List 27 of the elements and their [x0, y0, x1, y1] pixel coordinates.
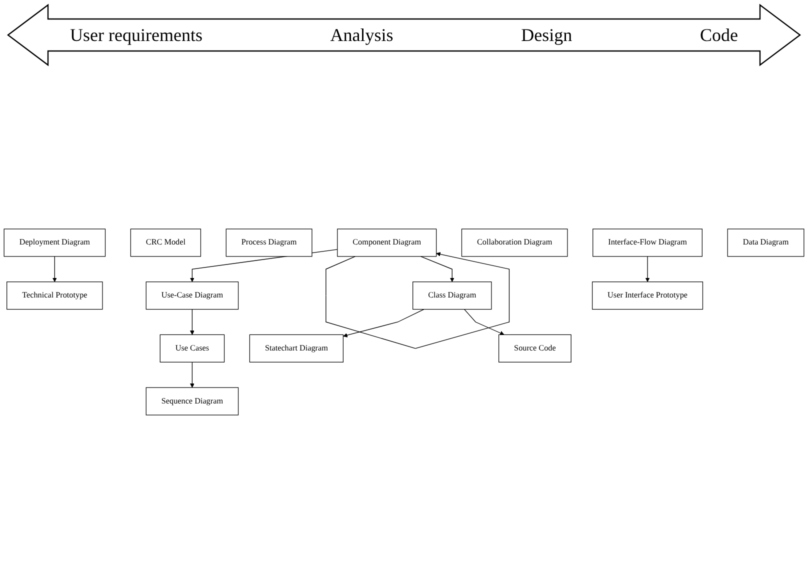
node-box: Deployment Diagram — [4, 228, 106, 257]
node-box: Data Diagram — [727, 228, 804, 257]
node-box: Statechart Diagram — [249, 334, 344, 362]
arrow — [190, 362, 194, 388]
node-box: Use Cases — [160, 334, 225, 362]
arrow — [190, 308, 194, 335]
phase-label: Analysis — [330, 24, 394, 46]
arrow — [645, 256, 650, 282]
node-box: Process Diagram — [226, 228, 312, 257]
arrow — [420, 256, 454, 282]
node-box: CRC Model — [130, 228, 202, 257]
phase-label: Code — [700, 24, 738, 46]
arrow — [343, 308, 424, 338]
node-box: Technical Prototype — [6, 282, 103, 310]
node-box: Use-Case Diagram — [146, 282, 239, 310]
phase-label: User requirements — [70, 24, 202, 46]
node-box: Interface-Flow Diagram — [592, 228, 702, 257]
arrow — [326, 252, 510, 349]
arrow — [52, 256, 57, 282]
node-box: Component Diagram — [337, 228, 437, 257]
node-box: Class Diagram — [412, 282, 492, 310]
node-box: Sequence Diagram — [146, 387, 239, 416]
arrow — [464, 308, 504, 336]
phase-label: Design — [521, 24, 572, 46]
node-box: Source Code — [498, 334, 572, 362]
node-box: Collaboration Diagram — [461, 228, 568, 257]
node-box: User Interface Prototype — [592, 282, 704, 310]
